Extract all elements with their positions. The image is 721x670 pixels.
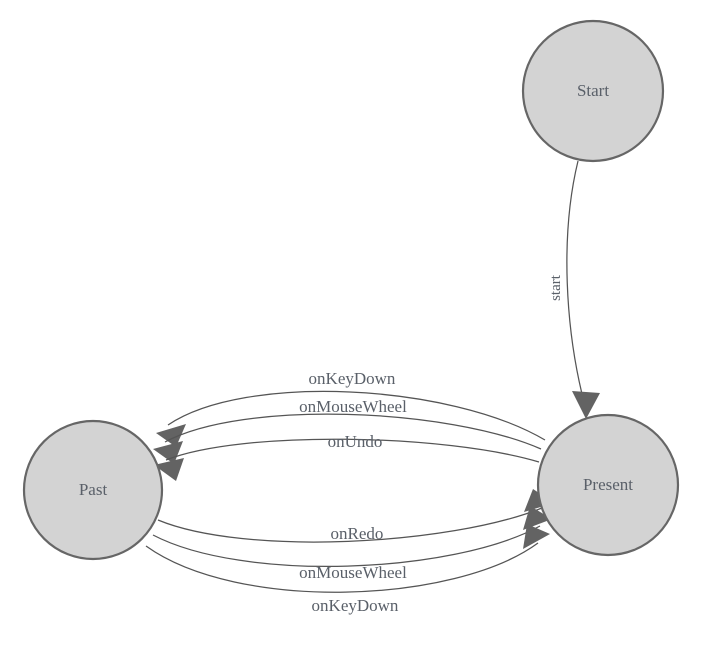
edge-path-start (566, 160, 586, 407)
node-past-label: Past (79, 480, 108, 499)
node-past[interactable]: Past (22, 419, 164, 561)
edge-label-up-2: onMouseWheel (299, 397, 407, 416)
edge-past-to-present-onkeydown: onKeyDown (145, 524, 550, 615)
node-present-label: Present (583, 475, 633, 494)
arrow-head-up-3 (154, 458, 184, 481)
edge-label-start: start (548, 274, 564, 301)
arrow-head-up-2 (153, 441, 183, 464)
node-start[interactable]: Start (521, 19, 665, 163)
edge-path-up-1 (167, 390, 546, 441)
edge-label-dn-1: onRedo (331, 524, 384, 543)
edge-label-dn-3: onKeyDown (312, 596, 399, 615)
arrow-head-up-1 (156, 424, 186, 447)
edge-start-to-present: start (548, 160, 600, 419)
edge-present-to-past-onundo: onUndo (154, 432, 540, 481)
edge-path-up-2 (164, 413, 542, 450)
node-present[interactable]: Present (536, 413, 680, 557)
arrow-head-start (572, 391, 600, 419)
node-past-circle[interactable] (22, 419, 164, 561)
edge-past-to-present-onmousewheel: onMouseWheel (152, 506, 552, 582)
node-present-circle[interactable] (536, 413, 680, 557)
edge-present-to-past-onmousewheel: onMouseWheel (153, 397, 542, 464)
edge-label-dn-2: onMouseWheel (299, 563, 407, 582)
edge-path-dn-1 (157, 507, 543, 543)
edge-path-dn-2 (152, 525, 541, 567)
edge-label-up-1: onKeyDown (309, 369, 396, 388)
arrow-head-dn-2 (523, 506, 552, 530)
edge-past-to-present-onredo: onRedo (157, 489, 554, 543)
edge-label-up-3: onUndo (328, 432, 383, 451)
edge-path-up-3 (165, 438, 540, 463)
arrow-head-dn-3 (523, 524, 550, 549)
edge-present-to-past-onkeydown: onKeyDown (156, 369, 546, 447)
edge-path-dn-3 (145, 542, 539, 593)
node-start-label: Start (577, 81, 609, 100)
node-start-circle[interactable] (521, 19, 665, 163)
